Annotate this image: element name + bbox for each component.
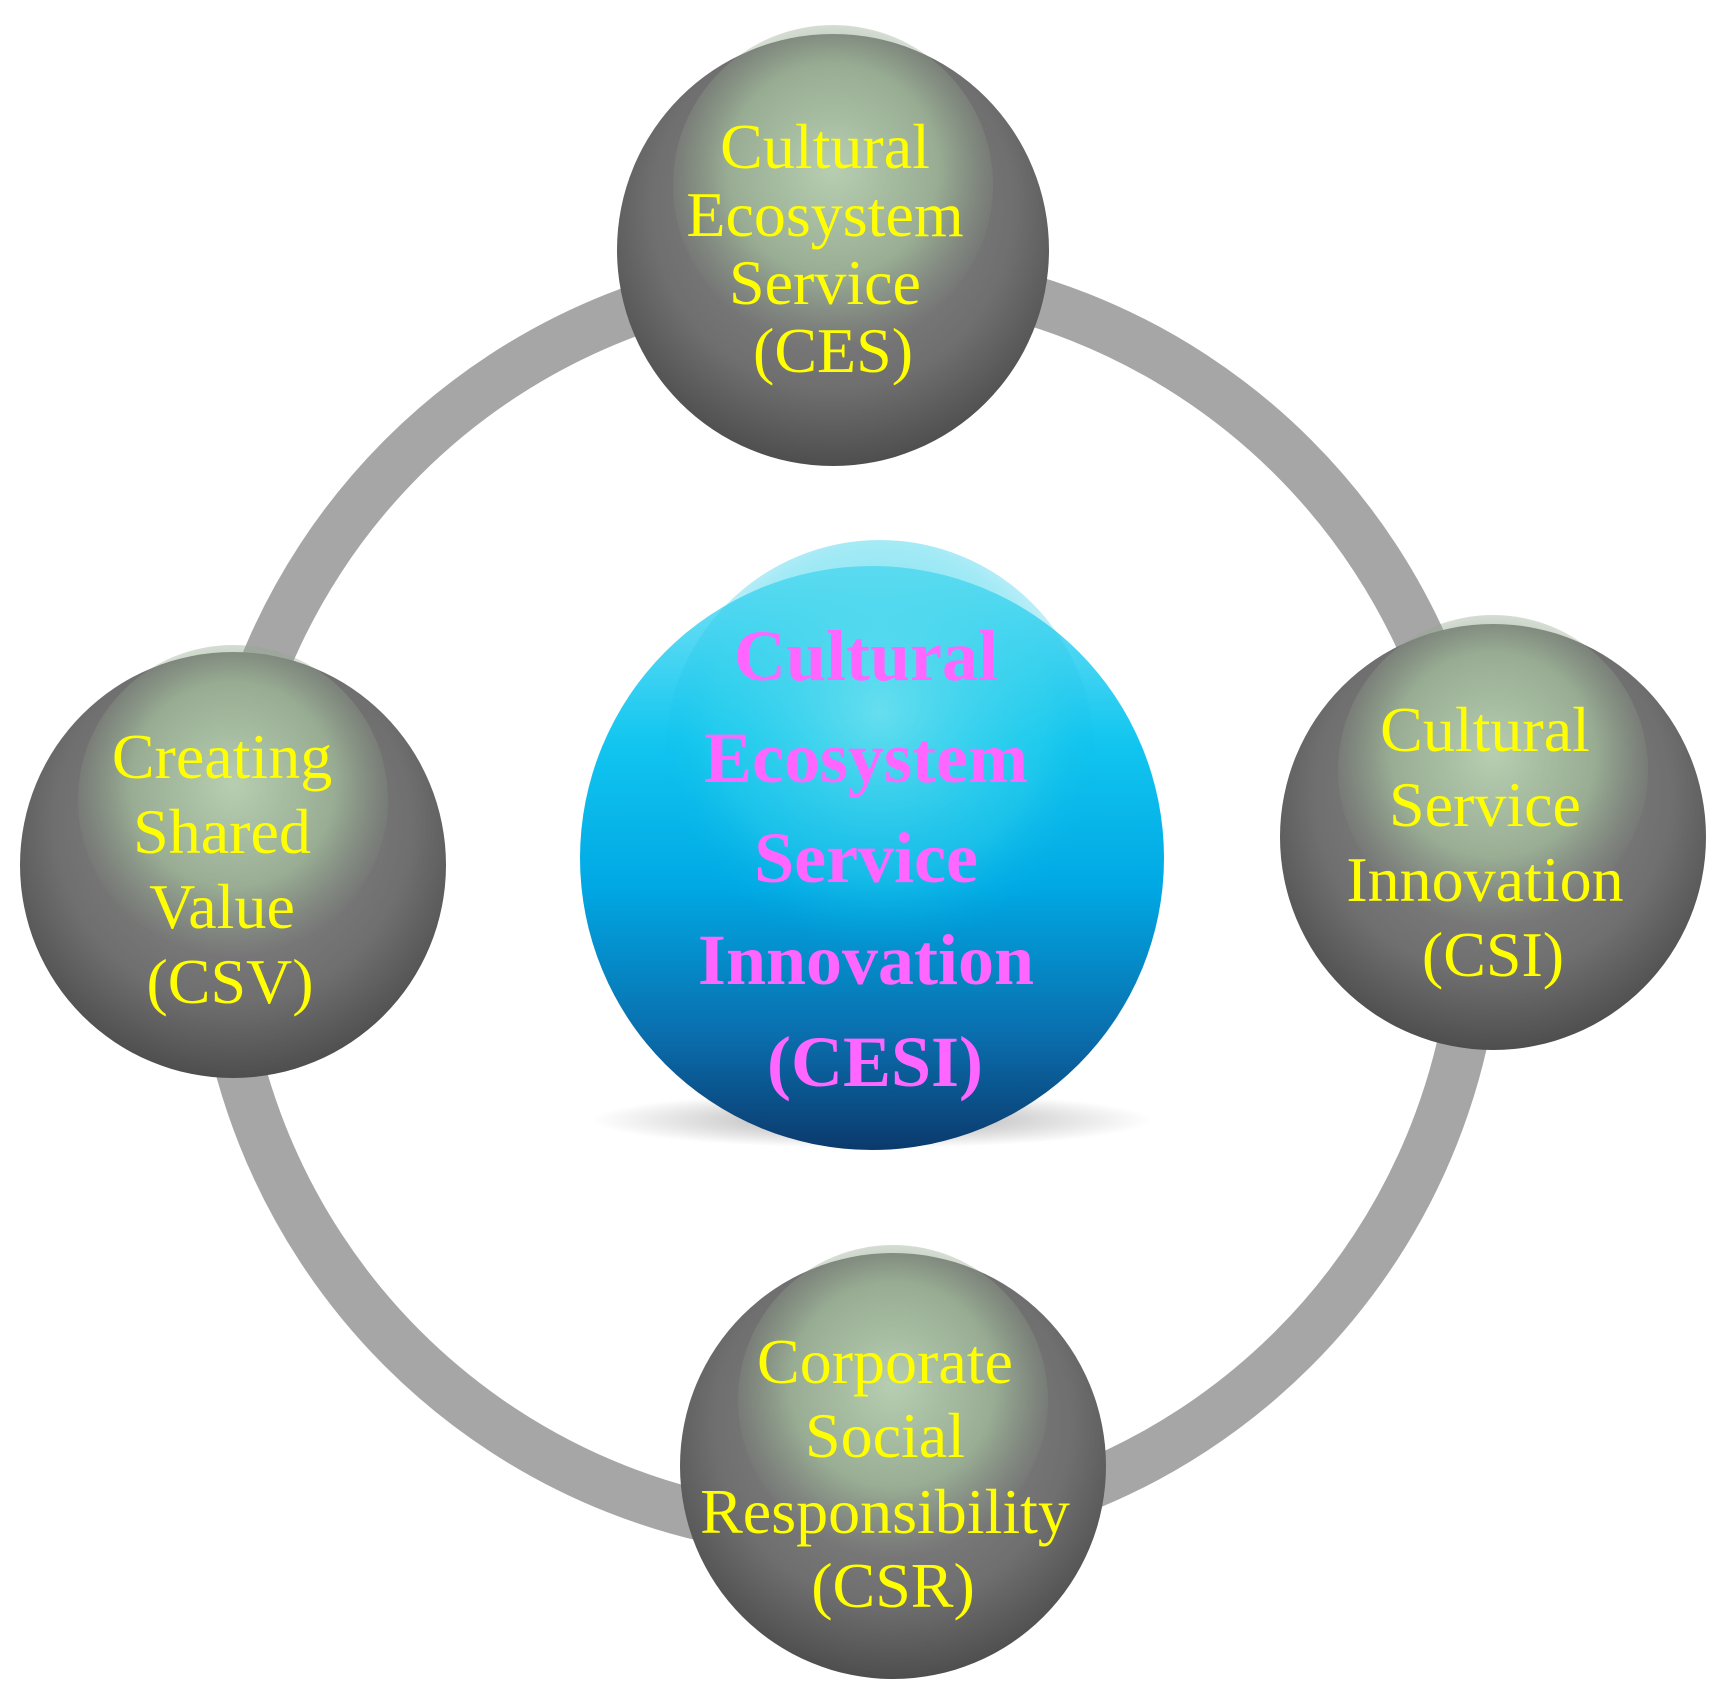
node-csr-line-1: Corporate — [757, 1326, 1013, 1397]
node-csv-line-2: Shared — [133, 796, 311, 867]
node-ces: Cultural Ecosystem Service (CES) — [617, 25, 1049, 466]
node-csi-line-2: Service — [1389, 769, 1581, 840]
center-node-label: Cultural Ecosystem Service Innovation (C… — [698, 616, 1052, 1102]
center-node-cesi: Cultural Ecosystem Service Innovation (C… — [580, 540, 1164, 1150]
node-ces-glow — [673, 25, 993, 345]
node-csi-glow — [1338, 615, 1648, 925]
node-csi-line-3: Innovation — [1346, 844, 1623, 915]
node-csi-line-4: (CSI) — [1422, 919, 1564, 990]
center-line-5: (CESI) — [767, 1022, 983, 1102]
center-line-1: Cultural — [734, 616, 998, 696]
center-line-3: Service — [754, 818, 978, 898]
node-csv-glow — [78, 645, 388, 955]
node-ces-line-3: Service — [729, 247, 921, 318]
node-ces-line-2: Ecosystem — [686, 179, 963, 250]
center-node-glow — [665, 540, 1095, 970]
node-csr-line-4: (CSR) — [811, 1550, 975, 1621]
node-csv-label: Creating Shared Value (CSV) — [112, 721, 348, 1017]
node-ces-line-4: (CES) — [753, 315, 913, 386]
node-csv-line-4: (CSV) — [146, 946, 313, 1017]
center-line-2: Ecosystem — [704, 718, 1028, 798]
node-csr: Corporate Social Responsibility (CSR) — [680, 1245, 1106, 1679]
node-csv-line-1: Creating — [112, 721, 332, 792]
center-line-4: Innovation — [698, 920, 1034, 1000]
node-csi-label: Cultural Service Innovation (CSI) — [1346, 694, 1639, 990]
node-csr-label: Corporate Social Responsibility (CSR) — [700, 1326, 1086, 1621]
node-csv-line-3: Value — [149, 871, 295, 942]
node-ces-label: Cultural Ecosystem Service (CES) — [686, 111, 979, 386]
node-csr-glow — [738, 1245, 1048, 1555]
node-csr-line-3: Responsibility — [700, 1476, 1070, 1547]
node-csr-line-2: Social — [805, 1400, 965, 1471]
node-csi-line-1: Cultural — [1380, 694, 1590, 765]
node-ces-line-1: Cultural — [720, 111, 930, 182]
node-csv: Creating Shared Value (CSV) — [20, 645, 446, 1078]
node-csi: Cultural Service Innovation (CSI) — [1280, 615, 1706, 1050]
